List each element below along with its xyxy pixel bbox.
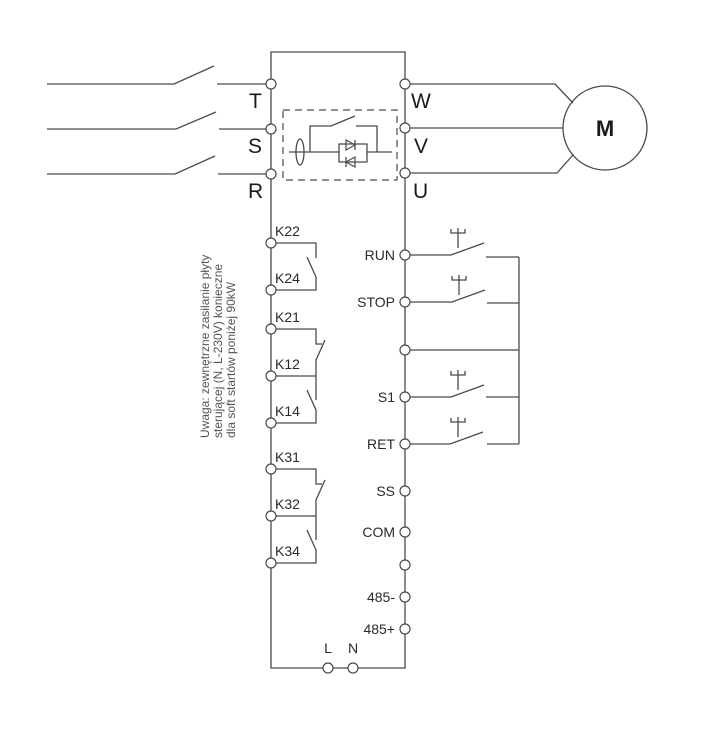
- label-485-minus: 485-: [367, 589, 395, 605]
- terminal-STOP: [399, 296, 411, 308]
- thyristor-icon: [345, 138, 357, 152]
- terminal-L: [322, 662, 334, 674]
- terminal-T: [265, 78, 277, 90]
- label-K12: K12: [275, 356, 300, 372]
- label-K21: K21: [275, 309, 300, 325]
- pushbutton-S1: [405, 370, 519, 398]
- terminal-485-minus: [399, 591, 411, 603]
- terminal-S1: [399, 391, 411, 403]
- input-breaker-S: [47, 111, 271, 130]
- label-SS: SS: [376, 483, 395, 499]
- label-T: T: [249, 90, 262, 113]
- terminal-COM: [399, 526, 411, 538]
- label-V: V: [414, 135, 428, 158]
- label-L: L: [324, 640, 332, 656]
- label-COM: COM: [362, 524, 395, 540]
- pushbutton-STOP: [405, 275, 519, 304]
- label-K22: K22: [275, 223, 300, 239]
- terminal-RUN: [399, 249, 411, 261]
- label-K14: K14: [275, 403, 300, 419]
- terminals: [265, 78, 411, 674]
- motor-label: M: [596, 116, 614, 141]
- terminal-SS: [399, 485, 411, 497]
- terminal-V: [399, 122, 411, 134]
- label-485-plus: 485+: [363, 621, 395, 637]
- terminal-485-plus: [399, 623, 411, 635]
- note-external-supply: Uwaga: zewnętrzne zasilanie płyty steruj…: [198, 255, 238, 438]
- terminal-R: [265, 168, 277, 180]
- terminal-K21: [265, 323, 277, 335]
- input-breaker-R: [47, 155, 271, 175]
- thyristor-icon: [344, 155, 356, 169]
- terminal-K12: [265, 370, 277, 382]
- input-breaker-T: [47, 65, 271, 85]
- label-K32: K32: [275, 496, 300, 512]
- label-K31: K31: [275, 449, 300, 465]
- terminal-K34: [265, 557, 277, 569]
- terminal-RET: [399, 438, 411, 450]
- terminal-common: [399, 344, 411, 356]
- label-W: W: [411, 90, 431, 113]
- note-line-3: dla soft startów poniżej 90kW: [224, 281, 238, 438]
- wire-U: [405, 154, 574, 174]
- note-line-2: sterującej (N, L-230V) konieczne: [211, 264, 225, 438]
- relay-K22-K24-no-contact: [271, 242, 317, 291]
- terminal-K22: [265, 237, 277, 249]
- current-transformer-icon: [295, 138, 305, 166]
- label-N: N: [348, 640, 358, 656]
- label-K24: K24: [275, 270, 300, 286]
- terminal-K32: [265, 510, 277, 522]
- bypass-thyristor-block: [282, 109, 398, 181]
- terminal-K14: [265, 417, 277, 429]
- terminal-K24: [265, 284, 277, 296]
- wire-W: [405, 83, 574, 104]
- terminal-K31: [265, 463, 277, 475]
- soft-starter-body: [270, 51, 406, 669]
- label-U: U: [413, 180, 428, 203]
- motor-symbol: [562, 85, 648, 171]
- terminal-U: [399, 167, 411, 179]
- label-R: R: [248, 180, 263, 203]
- relay-K31-K32-K34-changeover-contact: [271, 468, 326, 564]
- label-K34: K34: [275, 543, 300, 559]
- terminal-W: [399, 78, 411, 90]
- terminal-spare: [399, 559, 411, 571]
- pushbutton-RET: [405, 417, 519, 445]
- note-line-1: Uwaga: zewnętrzne zasilanie płyty: [198, 255, 212, 438]
- label-S: S: [248, 135, 262, 158]
- label-RUN: RUN: [365, 247, 395, 263]
- pushbutton-RUN: [405, 228, 519, 258]
- terminal-S: [265, 123, 277, 135]
- label-STOP: STOP: [357, 294, 395, 310]
- label-RET: RET: [367, 436, 395, 452]
- terminal-N: [347, 662, 359, 674]
- label-S1: S1: [378, 389, 395, 405]
- relay-K21-K12-K14-changeover-contact: [271, 328, 326, 424]
